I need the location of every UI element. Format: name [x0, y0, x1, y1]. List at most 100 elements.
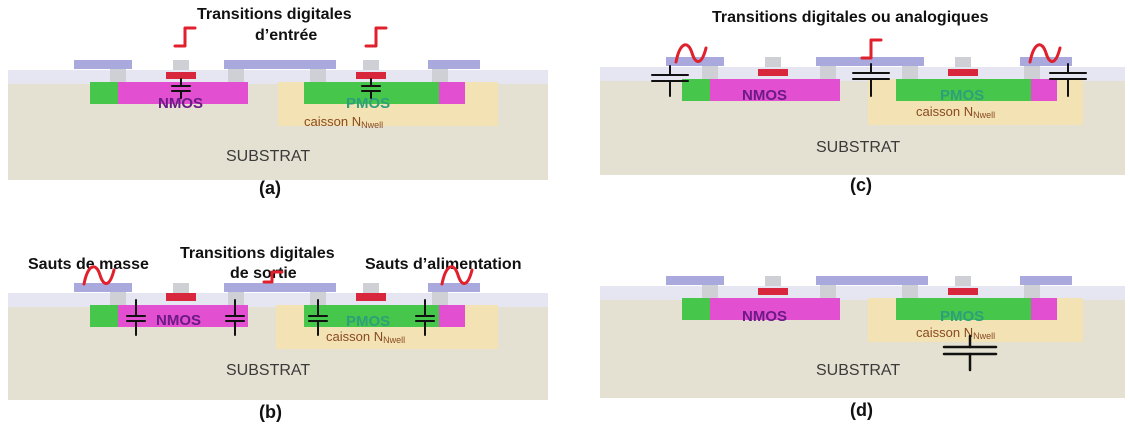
metal-line	[428, 283, 480, 292]
contact-via	[902, 285, 918, 298]
pmos-label: PMOS	[346, 95, 391, 112]
p-diffusion	[682, 298, 710, 320]
p-diffusion	[90, 82, 118, 104]
n-diffusion	[118, 305, 248, 327]
contact-via	[110, 292, 126, 305]
nwell-label: caisson NNwell	[326, 329, 406, 345]
gate-pmos	[356, 72, 386, 79]
nwell-label: caisson NNwell	[916, 104, 996, 120]
contact-via	[228, 292, 244, 305]
p-diffusion	[896, 79, 1031, 101]
metal-line	[74, 283, 132, 292]
caption-c: (c)	[850, 175, 872, 195]
n-diffusion	[1031, 298, 1057, 320]
annotation-output-transitions-2: de sortie	[230, 265, 297, 282]
contact-via	[820, 66, 836, 79]
metal-line	[666, 276, 724, 285]
capacitor-icon	[171, 78, 191, 99]
capacitor-icon	[852, 63, 890, 97]
gate-nmos	[166, 72, 196, 79]
metal-line	[1020, 276, 1072, 285]
metal-line	[224, 283, 336, 292]
contact-via	[432, 292, 448, 305]
gate-pmos	[948, 288, 978, 295]
n-diffusion	[710, 79, 840, 101]
n-diffusion	[439, 82, 465, 104]
step-signal-icon	[173, 26, 197, 48]
p-diffusion	[304, 305, 439, 327]
sine-signal-icon	[440, 265, 474, 286]
annotation-ground-bounce: Sauts de masse	[28, 256, 149, 273]
metal-line	[428, 60, 480, 69]
nwell-label: caisson NNwell	[304, 114, 384, 130]
gate-contact	[363, 283, 379, 293]
gate-contact	[173, 60, 189, 70]
gate-contact	[363, 60, 379, 70]
metal-line	[1020, 57, 1072, 66]
contact-via	[820, 285, 836, 298]
gate-nmos	[758, 69, 788, 76]
capacitor-icon	[126, 299, 146, 336]
n-diffusion	[710, 298, 840, 320]
contact-via	[228, 69, 244, 82]
metal-line	[74, 60, 132, 69]
contact-via	[310, 69, 326, 82]
capacitor-icon	[942, 334, 998, 372]
substrat-label: SUBSTRAT	[226, 362, 311, 379]
sine-signal-icon	[674, 43, 708, 64]
contact-via	[902, 66, 918, 79]
panel-b: NMOS PMOS caisson NNwell SUBSTRAT	[8, 283, 548, 400]
nmos-label: NMOS	[742, 308, 787, 325]
substrat-label: SUBSTRAT	[226, 148, 311, 165]
annotation-supply-bounce: Sauts d’alimentation	[365, 256, 522, 273]
p-diffusion	[90, 305, 118, 327]
contact-via	[1024, 66, 1040, 79]
contact-via	[310, 292, 326, 305]
metal-line	[816, 57, 924, 66]
capacitor-icon	[415, 299, 435, 336]
gate-contact	[173, 283, 189, 293]
caption-d: (d)	[850, 400, 873, 420]
gate-contact	[765, 57, 781, 67]
capacitor-icon	[308, 299, 328, 336]
n-diffusion	[439, 305, 465, 327]
capacitor-icon	[1049, 63, 1087, 97]
sine-signal-icon	[1028, 43, 1062, 64]
gate-contact	[765, 276, 781, 286]
substrat-label: SUBSTRAT	[816, 139, 901, 156]
pmos-label: PMOS	[940, 87, 985, 104]
step-signal-icon	[860, 38, 883, 60]
sine-signal-icon	[82, 265, 116, 286]
step-signal-icon	[364, 26, 388, 48]
step-signal-icon	[262, 270, 284, 284]
nwell-label: caisson NNwell	[916, 325, 996, 341]
capacitor-icon	[651, 65, 689, 97]
nmos-label: NMOS	[156, 312, 201, 329]
contact-via	[702, 66, 718, 79]
pmos-label: PMOS	[346, 313, 391, 330]
n-diffusion	[1031, 79, 1057, 101]
nmos-label: NMOS	[742, 87, 787, 104]
gate-pmos	[356, 293, 386, 301]
panel-d: NMOS PMOS caisson NNwell SUBSTRAT	[600, 276, 1125, 398]
nmos-label: NMOS	[158, 95, 203, 112]
n-diffusion	[118, 82, 248, 104]
metal-line	[816, 276, 928, 285]
p-diffusion	[896, 298, 1031, 320]
pmos-label: PMOS	[940, 308, 985, 325]
contact-via	[702, 285, 718, 298]
caption-b: (b)	[259, 402, 282, 422]
annotation-input-transitions: Transitions digitales	[197, 6, 352, 23]
gate-pmos	[948, 69, 978, 76]
metal-line	[224, 60, 336, 69]
annotation-digital-analog-transitions: Transitions digitales ou analogiques	[712, 9, 989, 26]
gate-contact	[955, 57, 971, 67]
p-diffusion	[682, 79, 710, 101]
capacitor-icon	[361, 78, 381, 99]
gate-contact	[955, 276, 971, 286]
oxide-layer	[8, 293, 548, 307]
oxide-layer	[600, 286, 1125, 300]
substrat-label: SUBSTRAT	[816, 362, 901, 379]
contact-via	[110, 69, 126, 82]
